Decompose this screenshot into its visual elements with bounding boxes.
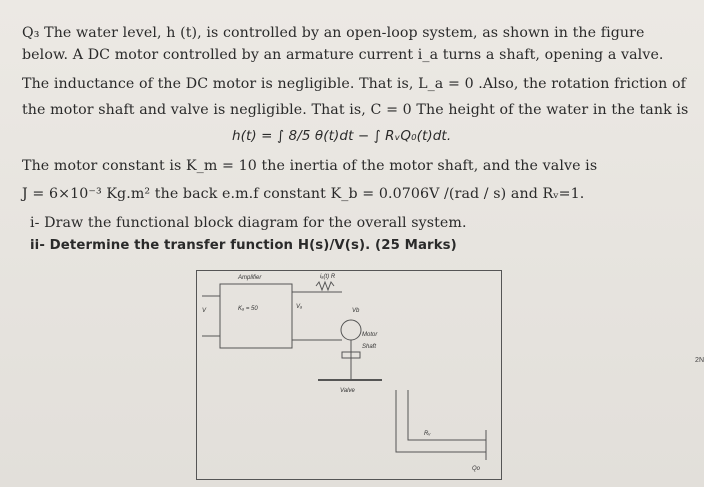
figure-border [196, 270, 502, 480]
question-line-1: Q₃ The water level, h (t), is controlled… [22, 25, 645, 41]
motor-label: Motor [362, 332, 378, 338]
part-i: i- Draw the functional block diagram for… [30, 215, 467, 231]
valve-label: Valve [340, 388, 355, 394]
shaft-label: Shaft [362, 344, 376, 350]
current-label: iₐ(t) R [320, 274, 336, 280]
tank-wall-left [395, 390, 486, 453]
outflow-label: Qo [472, 466, 481, 472]
question-line-2: below. A DC motor controlled by an armat… [22, 47, 664, 63]
rv-label: Rᵥ [424, 431, 431, 437]
vb-label: Vb [352, 308, 360, 314]
question-line-4: the motor shaft and valve is negligible.… [22, 102, 689, 118]
height-equation: h(t) = ∫ 8/5 θ(t)dt − ∫ RᵥQ₀(t)dt. [232, 128, 452, 144]
part-ii: ii- Determine the transfer function H(s)… [30, 238, 457, 253]
shaft-coupling [341, 351, 361, 359]
margin-note: 2N [695, 357, 704, 364]
question-line-5: The motor constant is K_m = 10 the inert… [22, 158, 598, 174]
amplifier-label: Amplifier [237, 275, 262, 281]
resistor-symbol [315, 280, 335, 292]
input-voltage-label: V [202, 308, 207, 314]
system-figure: Amplifier Kₐ = 50 V Vₐ iₐ(t) R Vb Motor … [196, 270, 502, 480]
question-line-6: J = 6×10⁻³ Kg.m² the back e.m.f constant… [22, 186, 585, 202]
gain-label: Kₐ = 50 [238, 306, 258, 312]
amplifier-output-label: Vₐ [296, 304, 302, 310]
motor-symbol [340, 319, 362, 341]
question-line-3: The inductance of the DC motor is neglig… [22, 76, 686, 92]
amplifier-block [219, 283, 293, 349]
tank-wall-inner [407, 390, 486, 441]
